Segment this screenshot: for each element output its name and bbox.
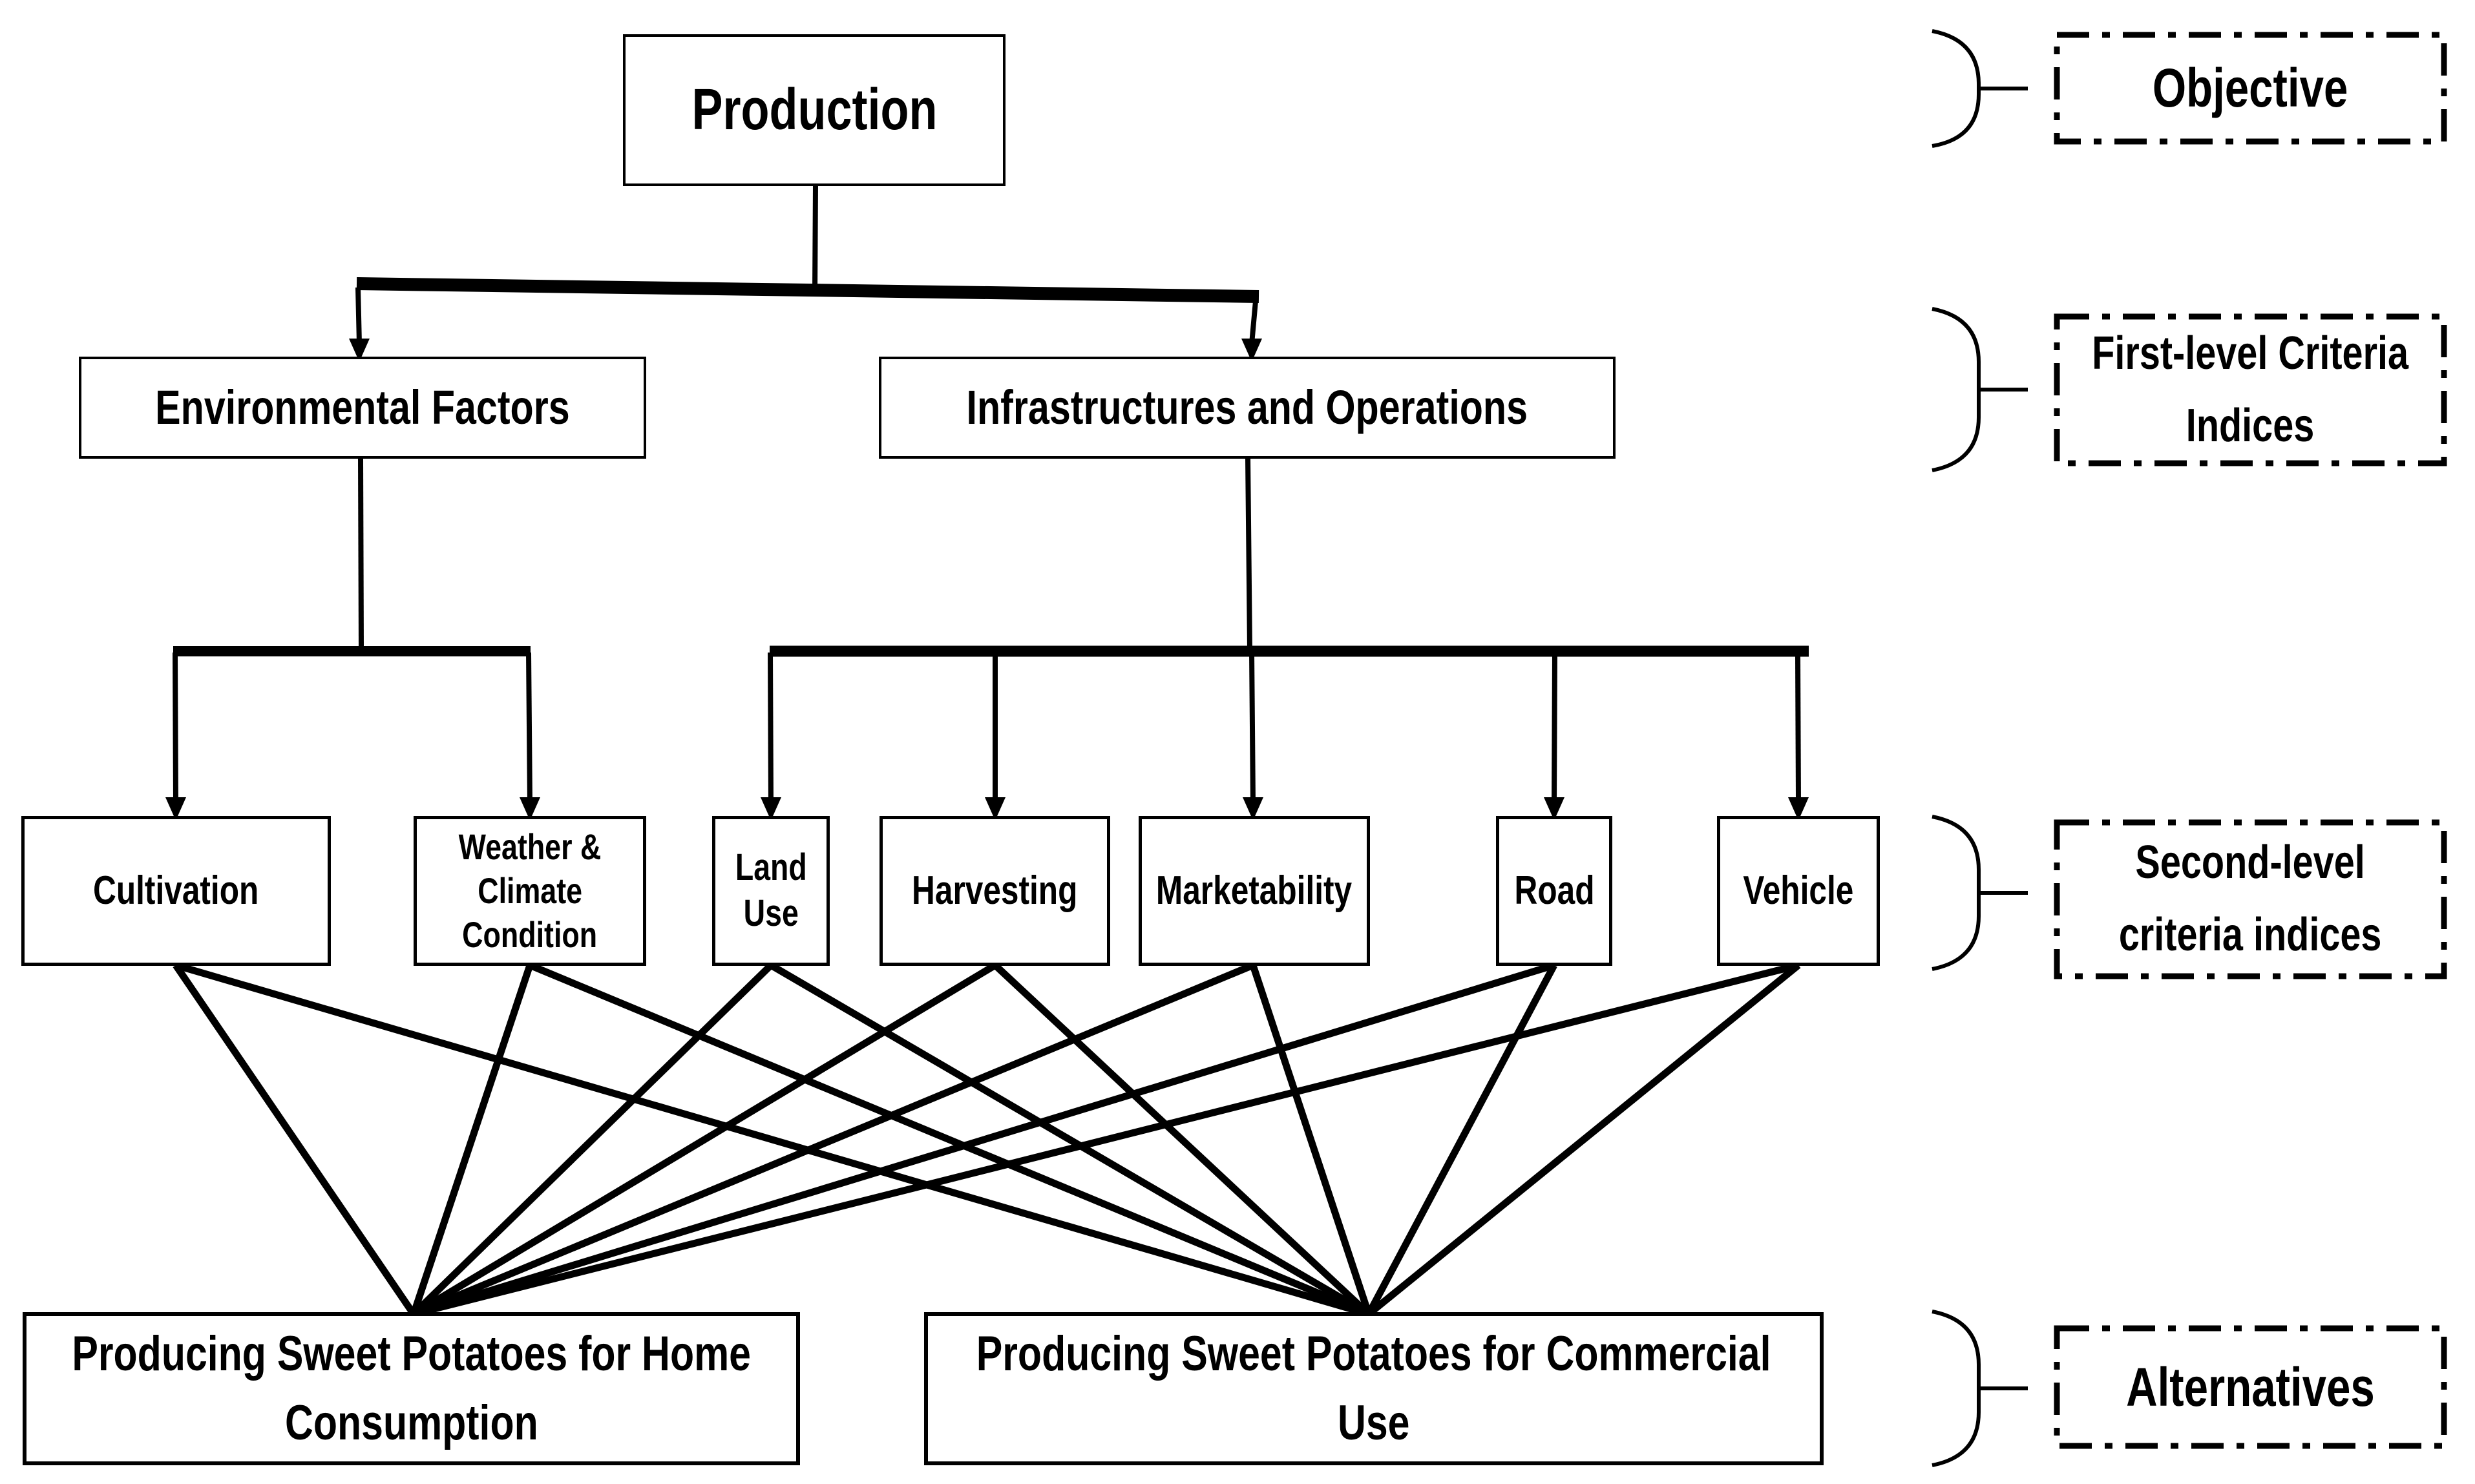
legend-label-line: criteria indices [2119,909,2382,961]
node-label: Cultivation [93,868,259,914]
node-label: Vehicle [1743,868,1854,914]
node-label-line: Weather & [458,826,602,867]
node-alternative-home-consumption: Producing Sweet Potatoes for Home Consum… [23,1312,800,1465]
node-cultivation: Cultivation [21,816,331,966]
arrowhead-icons [165,339,1809,820]
legend-label: Alternatives [2126,1356,2375,1417]
legend-first-level-criteria-indices: First-level Criteria Indices [2057,317,2444,463]
node-label: Harvesting [912,868,1078,914]
legend-label-line: Indices [2186,399,2315,452]
node-label-line: Producing Sweet Potatoes for Home [72,1326,751,1382]
node-label-line: Land [735,846,807,889]
node-label: Environmental Factors [155,381,570,435]
node-land-use: Land Use [712,816,830,966]
node-label-line: Climate [478,870,582,911]
node-label: Production [691,78,937,143]
node-label-line: Use [1338,1395,1410,1450]
legend-label-line: Second-level [2135,837,2366,889]
legend-alternatives: Alternatives [2057,1328,2444,1446]
node-label: Marketability [1156,868,1353,914]
node-alternative-commercial-use: Producing Sweet Potatoes for Commercial … [924,1312,1824,1465]
node-label: Infrastructures and Operations [966,381,1528,435]
tree-level2 [173,457,1809,803]
legend-second-level-criteria-indices: Second-level criteria indices [2057,822,2444,976]
node-marketability: Marketability [1139,816,1370,966]
node-environmental-factors: Environmental Factors [79,357,646,459]
node-label: Road [1514,868,1594,914]
node-label-line: Consumption [284,1395,538,1450]
node-production: Production [623,34,1006,186]
node-weather-climate-condition: Weather & Climate Condition [414,816,646,966]
node-label-line: Condition [462,914,598,956]
node-label-line: Use [743,892,799,934]
legend-objective: Objective [2057,35,2444,141]
node-infrastructures-operations: Infrastructures and Operations [879,357,1616,459]
node-vehicle: Vehicle [1717,816,1880,966]
legend-label: Objective [2153,57,2348,118]
legend-borders [2054,32,2447,1449]
fan-lines [173,961,1801,1318]
legend-label-line: First-level Criteria [2092,327,2409,379]
node-harvesting: Harvesting [879,816,1110,966]
brace-icons [1932,29,2028,1467]
tree-level1 [355,184,1259,344]
node-label-line: Producing Sweet Potatoes for Commercial [976,1326,1771,1382]
node-road: Road [1496,816,1612,966]
